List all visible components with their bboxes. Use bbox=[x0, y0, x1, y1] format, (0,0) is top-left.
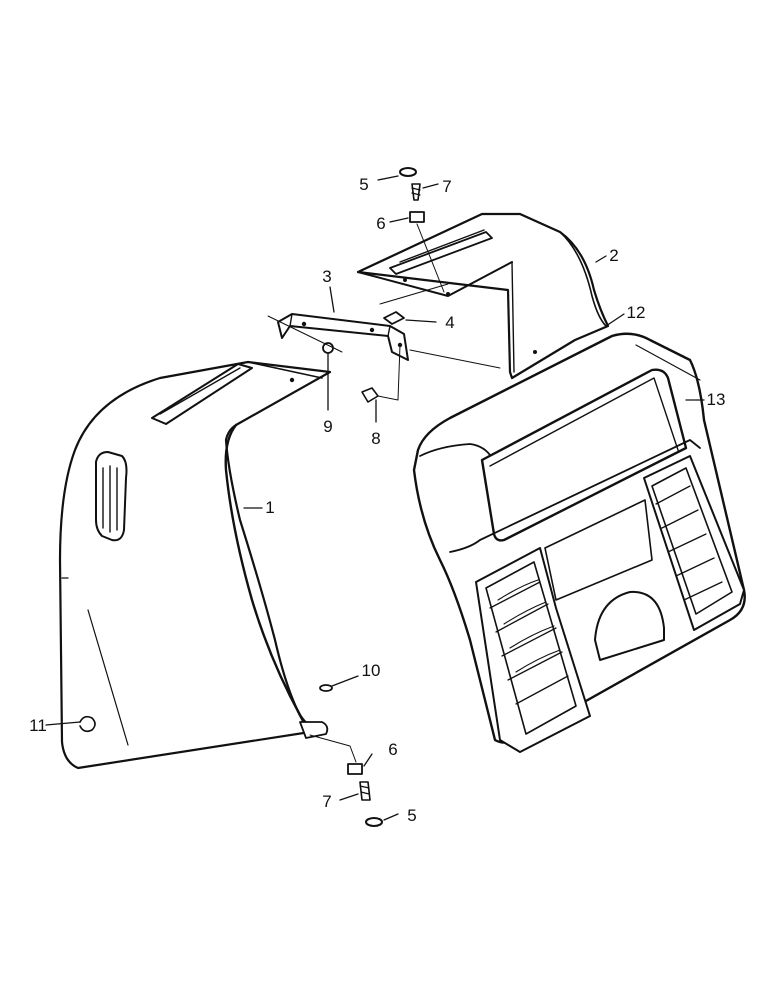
callout-7-top: 7 bbox=[442, 177, 451, 196]
callout-2: 2 bbox=[609, 246, 618, 265]
callout-8: 8 bbox=[371, 429, 380, 448]
callout-6-top: 6 bbox=[376, 214, 385, 233]
callout-7-bottom: 7 bbox=[322, 792, 331, 811]
callout-1: 1 bbox=[265, 498, 274, 517]
bracket-fixing-hardware bbox=[267, 315, 501, 403]
callout-labels: 5 7 6 2 3 4 12 9 8 13 1 10 11 6 7 5 bbox=[29, 175, 725, 825]
callout-12: 12 bbox=[627, 303, 646, 322]
upper-rear-cowl bbox=[356, 212, 610, 380]
callout-6-bottom: 6 bbox=[388, 740, 397, 759]
instrument-panel-shroud bbox=[412, 332, 746, 753]
leader-lines bbox=[45, 175, 705, 821]
callout-10: 10 bbox=[362, 661, 381, 680]
callout-13: 13 bbox=[707, 390, 726, 409]
callout-5-bottom: 5 bbox=[407, 806, 416, 825]
callout-11: 11 bbox=[29, 716, 47, 735]
left-side-panel bbox=[58, 360, 332, 770]
bottom-fixing-hardware bbox=[309, 684, 383, 827]
callout-3: 3 bbox=[322, 267, 331, 286]
callout-9: 9 bbox=[323, 417, 332, 436]
top-fixing-hardware bbox=[379, 167, 449, 325]
callout-4: 4 bbox=[445, 313, 454, 332]
callout-5-top: 5 bbox=[359, 175, 368, 194]
